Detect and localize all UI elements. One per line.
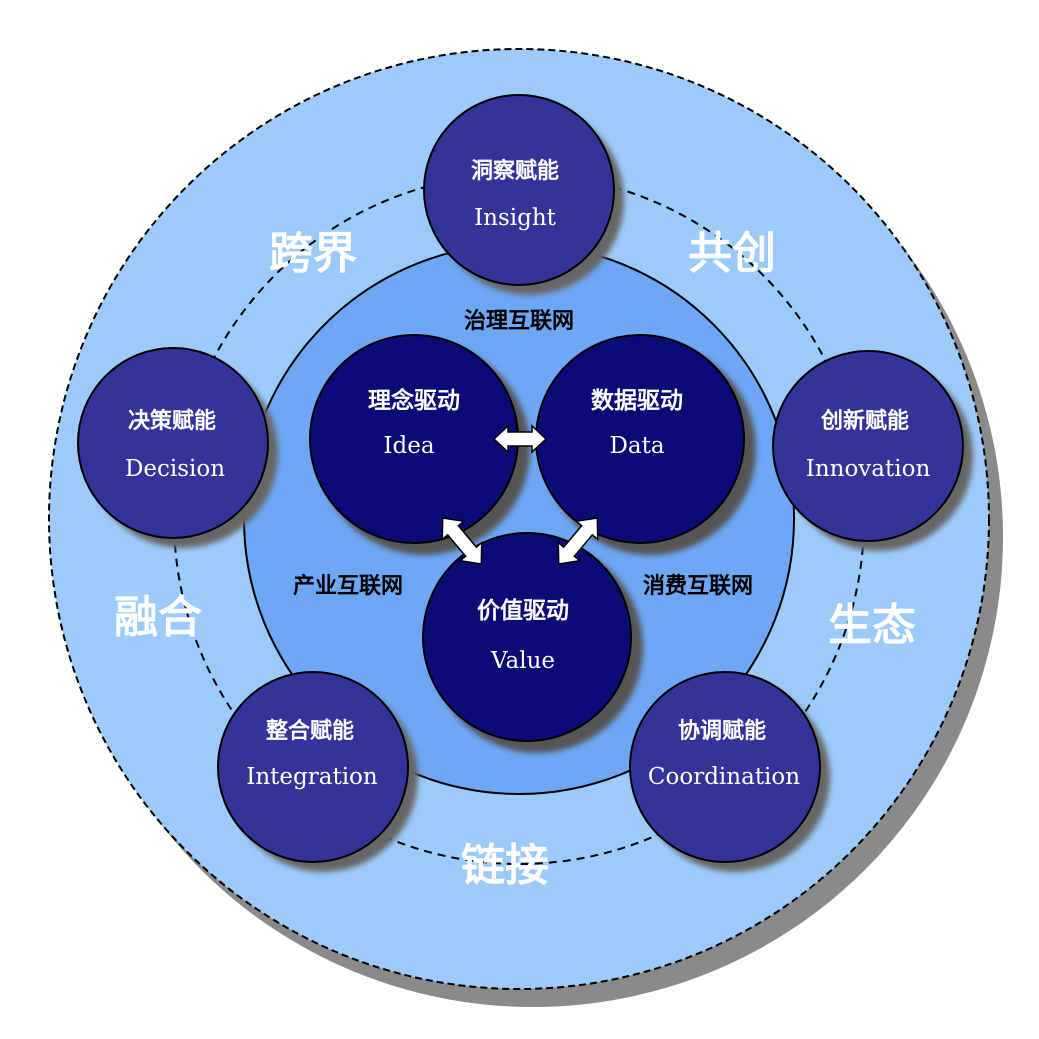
outer-node-cn-label: 整合赋能 bbox=[266, 718, 354, 744]
outer-node-en-label: Coordination bbox=[648, 764, 800, 790]
core-node-en-label: Data bbox=[609, 433, 664, 459]
outer-node-en-label: Insight bbox=[474, 205, 557, 231]
outer-node-insight: 洞察赋能 Insight bbox=[423, 94, 624, 295]
outer-node-en-label: Integration bbox=[246, 764, 378, 790]
core-node-circle bbox=[422, 532, 632, 742]
outer-node-en-label: Innovation bbox=[806, 456, 931, 482]
ring-word-kuajie: 跨界 bbox=[269, 228, 357, 279]
internet-label-top: 治理互联网 bbox=[464, 308, 574, 334]
core-node-en-label: Value bbox=[490, 648, 555, 674]
core-node-value: 价值驱动 Value bbox=[422, 532, 643, 753]
internet-label-right: 消费互联网 bbox=[643, 573, 753, 599]
double-arrow-idea-data bbox=[492, 424, 548, 454]
outer-node-decision: 决策赋能 Decision bbox=[77, 347, 278, 548]
outer-node-circle bbox=[77, 347, 269, 539]
outer-node-en-label: Decision bbox=[125, 456, 225, 482]
double-arrow-data-value bbox=[557, 517, 599, 565]
ring-word-gongchuang: 共创 bbox=[688, 228, 776, 279]
outer-node-cn-label: 创新赋能 bbox=[820, 408, 909, 434]
outer-node-circle bbox=[217, 671, 409, 863]
ring-word-lianjie: 链接 bbox=[461, 840, 549, 891]
ring-word-shengtai: 生态 bbox=[828, 600, 916, 651]
outer-node-coordination: 协调赋能 Coordination bbox=[629, 671, 830, 872]
outer-node-circle bbox=[772, 350, 964, 542]
outer-node-cn-label: 协调赋能 bbox=[678, 718, 766, 744]
ring-word-ronghe: 融合 bbox=[114, 592, 202, 643]
outer-node-innovation: 创新赋能 Innovation bbox=[772, 350, 973, 551]
internet-label-left: 产业互联网 bbox=[293, 573, 403, 599]
outer-node-circle bbox=[423, 94, 615, 286]
core-node-cn-label: 数据驱动 bbox=[591, 387, 683, 414]
outer-node-integration: 整合赋能 Integration bbox=[217, 671, 418, 872]
core-node-en-label: Idea bbox=[383, 433, 434, 459]
outer-node-cn-label: 决策赋能 bbox=[128, 408, 216, 434]
double-arrow-idea-value bbox=[441, 517, 483, 565]
core-node-cn-label: 理念驱动 bbox=[368, 387, 460, 414]
core-node-cn-label: 价值驱动 bbox=[477, 597, 569, 624]
outer-node-cn-label: 洞察赋能 bbox=[471, 158, 559, 184]
outer-node-circle bbox=[629, 671, 821, 863]
